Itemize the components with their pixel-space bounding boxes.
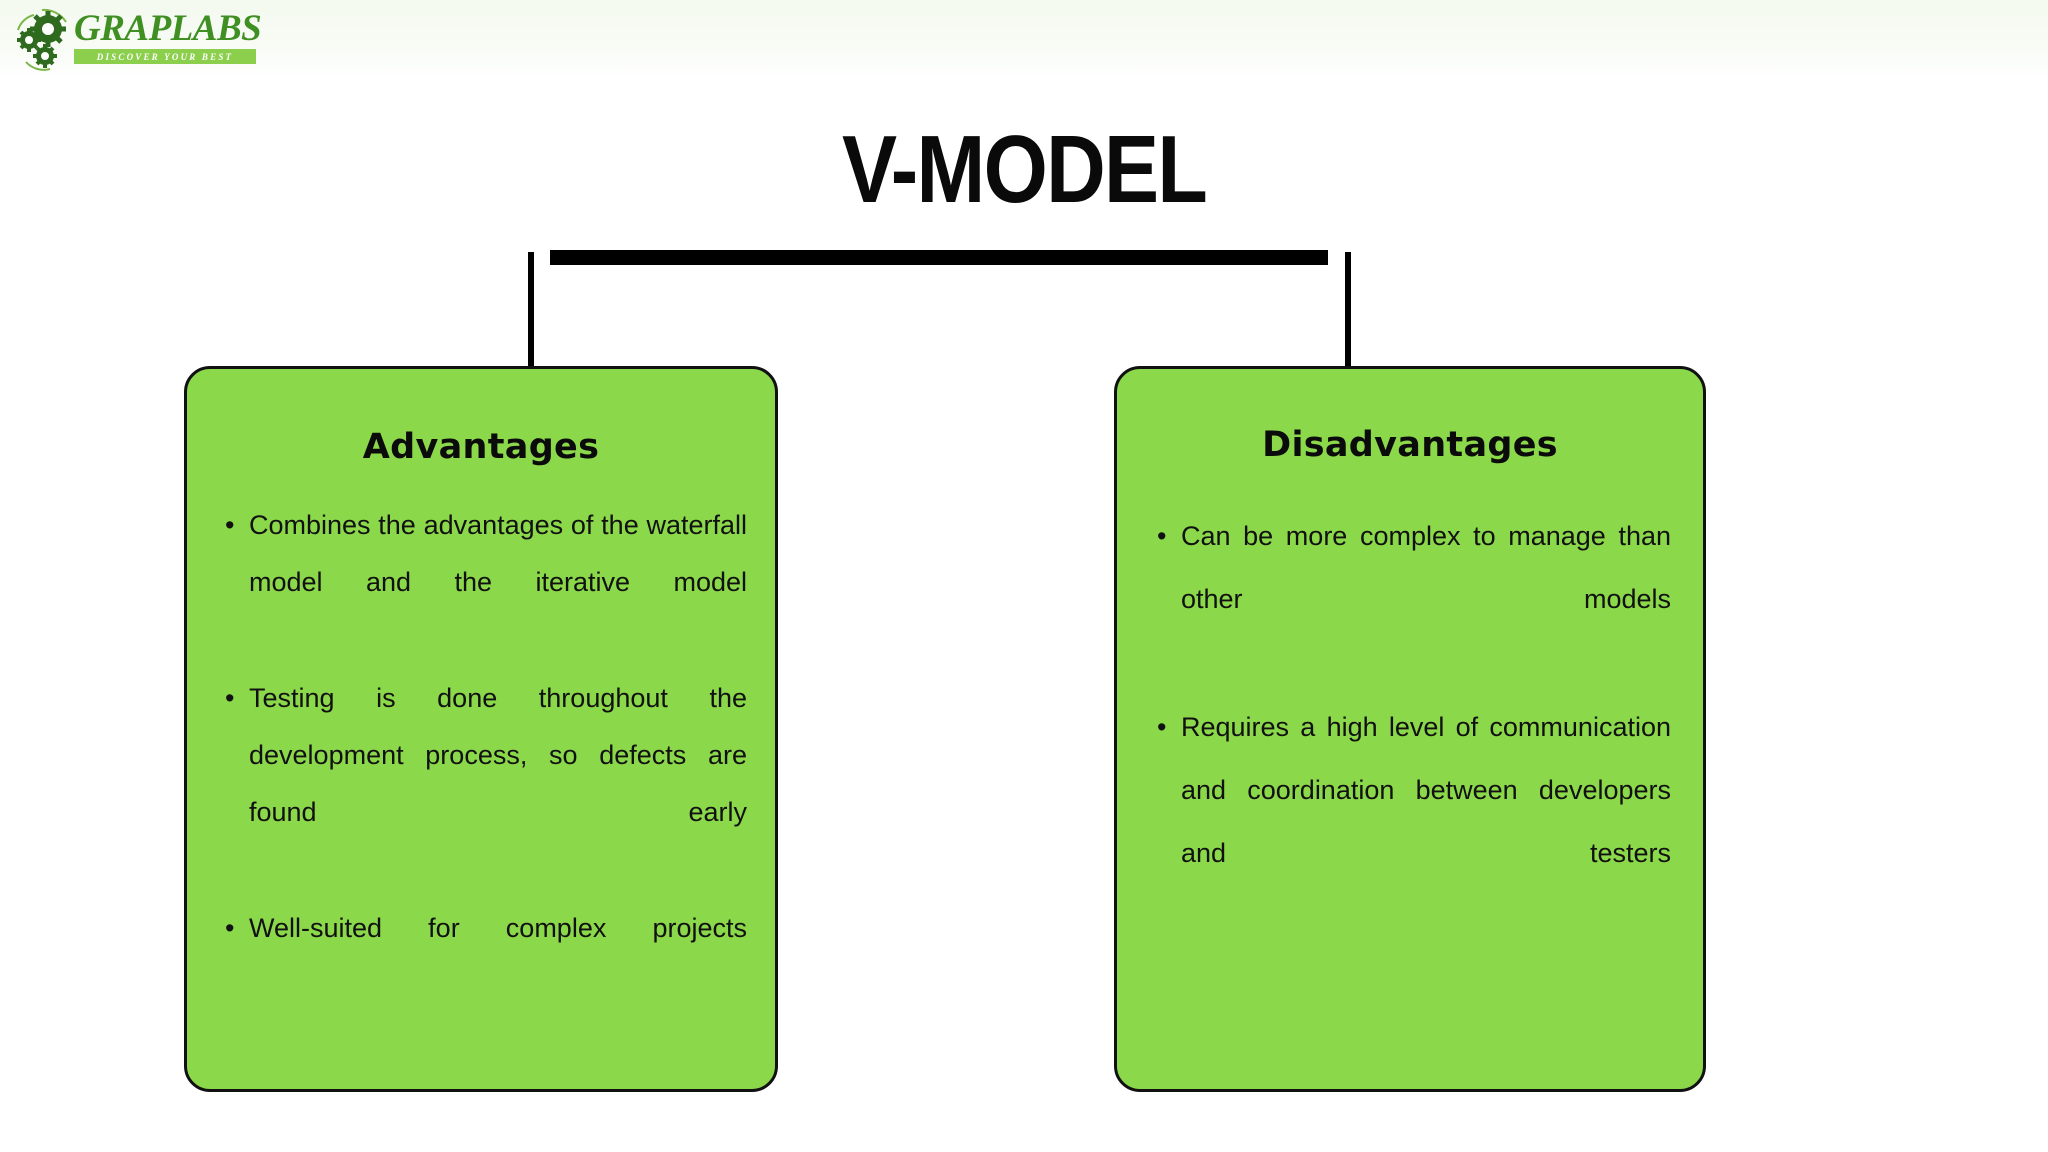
brand-wordmark: GRAPLABS DISCOVER YOUR BEST xyxy=(74,8,262,64)
brand-tagline-band: DISCOVER YOUR BEST xyxy=(74,49,256,64)
list-item-text: Testing is done throughout the developme… xyxy=(249,683,747,827)
advantages-list: • Combines the advantages of the waterfa… xyxy=(221,497,747,1014)
list-item: • Can be more complex to manage than oth… xyxy=(1153,505,1671,694)
header-band xyxy=(0,0,2048,78)
list-item: • Well-suited for complex projects xyxy=(221,900,747,1014)
bullet-icon: • xyxy=(1157,521,1167,551)
list-item-text: Combines the advantages of the waterfall… xyxy=(249,510,747,597)
bullet-icon: • xyxy=(225,510,235,540)
bullet-icon: • xyxy=(1157,712,1167,742)
bullet-icon: • xyxy=(225,683,235,713)
list-item-text: Can be more complex to manage than other… xyxy=(1181,521,1671,614)
list-item: • Combines the advantages of the waterfa… xyxy=(221,497,747,668)
brand-name: GRAPLABS xyxy=(74,8,262,49)
connector-line-left xyxy=(528,252,534,370)
connector-horizontal-bar xyxy=(550,250,1328,265)
disadvantages-heading: Disadvantages xyxy=(1262,425,1558,465)
advantages-heading: Advantages xyxy=(362,427,600,467)
disadvantages-list: • Can be more complex to manage than oth… xyxy=(1153,505,1671,948)
gears-icon xyxy=(17,8,67,71)
list-item-text: Well-suited for complex projects xyxy=(249,913,747,943)
list-item: • Requires a high level of communication… xyxy=(1153,696,1671,948)
page-title: V-MODEL xyxy=(841,116,1208,223)
advantages-panel: Advantages • Combines the advantages of … xyxy=(184,366,778,1092)
connector-line-right xyxy=(1345,252,1351,370)
brand-tagline: DISCOVER YOUR BEST xyxy=(96,51,234,62)
brand-logo[interactable]: GRAPLABS DISCOVER YOUR BEST xyxy=(12,4,262,74)
bullet-icon: • xyxy=(225,913,235,943)
disadvantages-panel: Disadvantages • Can be more complex to m… xyxy=(1114,366,1706,1092)
list-item-text: Requires a high level of communication a… xyxy=(1181,712,1671,868)
list-item: • Testing is done throughout the develop… xyxy=(221,670,747,898)
